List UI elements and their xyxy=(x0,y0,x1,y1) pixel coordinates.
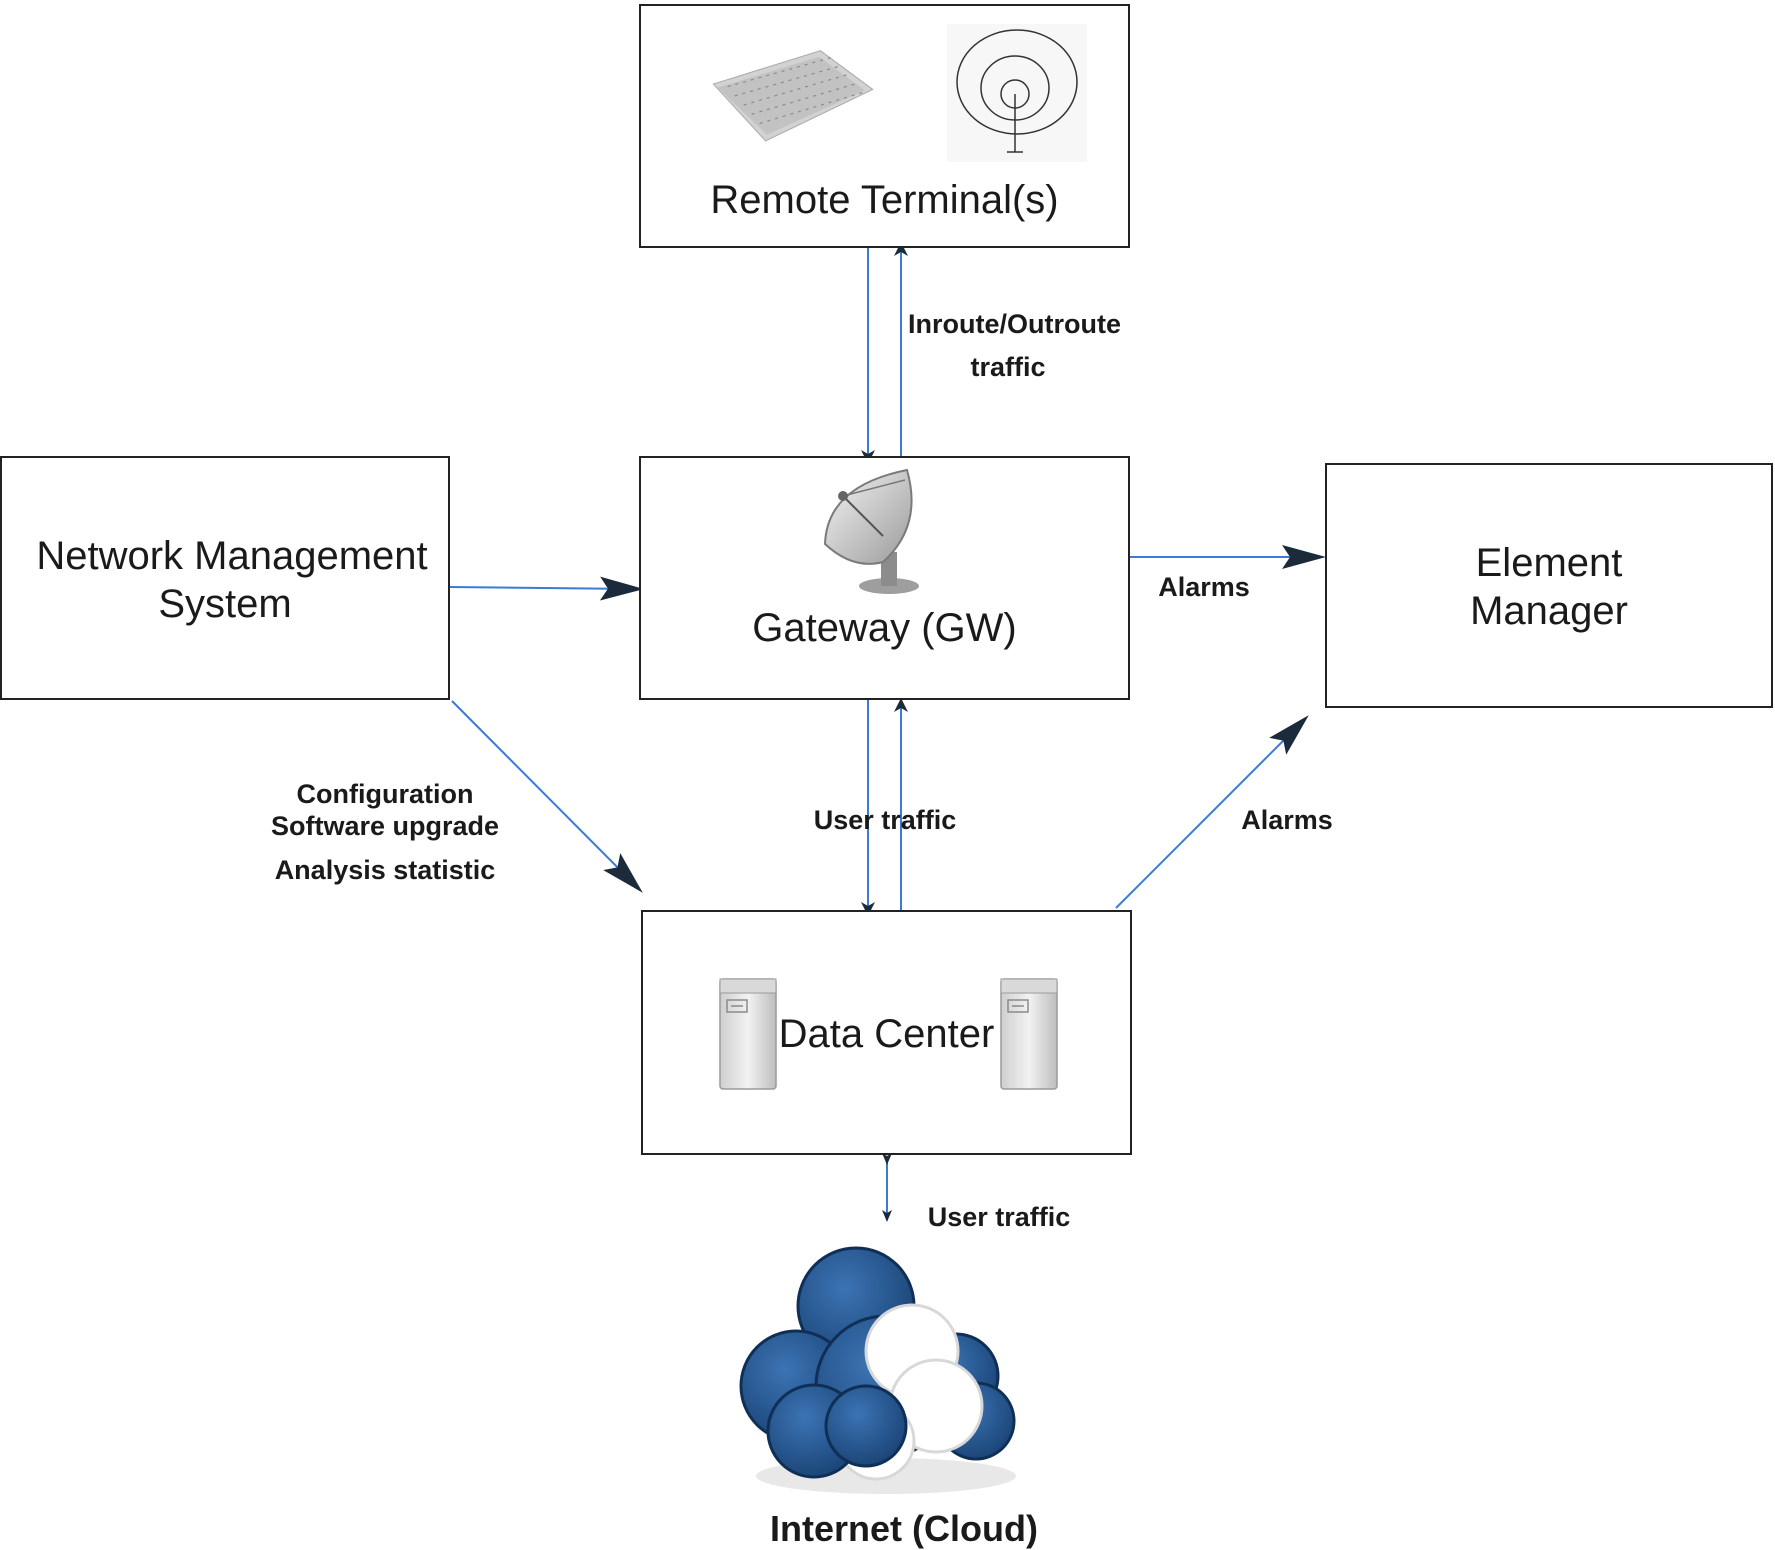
element-manager-label-line2: Manager xyxy=(1470,589,1628,633)
nms-label-line1: Network Management xyxy=(36,534,428,578)
rt-gw-edge-label-line1: Inroute/Outroute xyxy=(908,309,1121,339)
nms-to-gw-connector xyxy=(449,576,644,601)
gateway-label: Gateway (GW) xyxy=(752,606,1017,650)
satellite-dish-sketch-icon xyxy=(947,24,1087,162)
element-manager-label-line1: Element xyxy=(1475,541,1623,585)
data-center-box: Data Center xyxy=(641,910,1132,1155)
remote-terminals-box: Remote Terminal(s) xyxy=(639,4,1130,248)
nms-dc-edge-label-line3: Analysis statistic xyxy=(274,855,496,885)
dc-internet-edge-label: User traffic xyxy=(927,1202,1071,1232)
gw-dc-edge-label: User traffic xyxy=(813,805,957,835)
gw-em-edge-label: Alarms xyxy=(1158,572,1250,602)
remote-terminals-label: Remote Terminal(s) xyxy=(710,178,1059,222)
nms-dc-edge-label-line2: Software upgrade xyxy=(270,811,500,841)
element-manager-box: Element Manager xyxy=(1325,463,1773,708)
data-center-label: Data Center xyxy=(778,1012,995,1056)
dc-to-em-connector xyxy=(1115,715,1309,909)
server-icon xyxy=(1000,978,1058,1090)
internet-label: Internet (Cloud) xyxy=(770,1508,1038,1549)
gateway-box: Gateway (GW) xyxy=(639,456,1130,700)
flat-panel-antenna-icon xyxy=(712,50,874,142)
server-icon xyxy=(719,978,777,1090)
dc-em-edge-label: Alarms xyxy=(1241,805,1333,835)
rt-gw-edge-label-line2: traffic xyxy=(970,352,1046,382)
nms-dc-edge-label-line1: Configuration xyxy=(296,779,474,809)
nms-label-line2: System xyxy=(158,582,292,626)
nms-box: Network Management System xyxy=(0,456,450,700)
cloud-icon xyxy=(739,1246,1016,1494)
nms-to-dc-connector xyxy=(451,700,643,893)
satellite-dish-icon xyxy=(823,468,919,594)
